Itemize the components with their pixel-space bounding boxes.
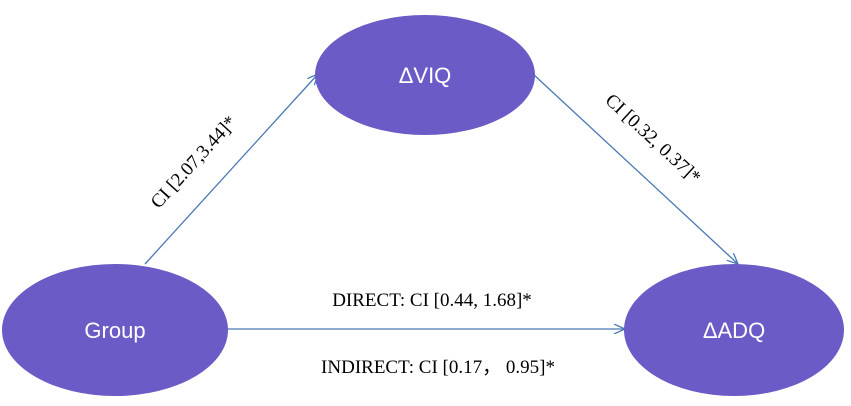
edge-label-indirect: INDIRECT: CI [0.17， 0.95]* <box>321 357 555 378</box>
edge-label-direct: DIRECT: CI [0.44, 1.68]* <box>332 290 532 311</box>
node-adq-ellipse <box>624 264 844 396</box>
node-group-label: Group <box>84 318 145 343</box>
node-group-ellipse <box>2 264 228 396</box>
node-viq: ΔVIQ <box>315 15 535 135</box>
node-group: Group <box>2 264 228 396</box>
node-adq: ΔADQ <box>624 264 844 396</box>
edge-viq-to-adq <box>532 73 738 264</box>
node-adq-label: ΔADQ <box>703 318 765 343</box>
node-viq-label: ΔVIQ <box>399 63 452 88</box>
node-viq-ellipse <box>315 15 535 135</box>
edge-label-viq-to-adq: CI [0.32, 0.37]* <box>601 90 705 188</box>
edge-label-group-to-viq: CI [2.07,3.44]* <box>147 112 241 213</box>
edge-group-to-viq <box>144 74 318 265</box>
